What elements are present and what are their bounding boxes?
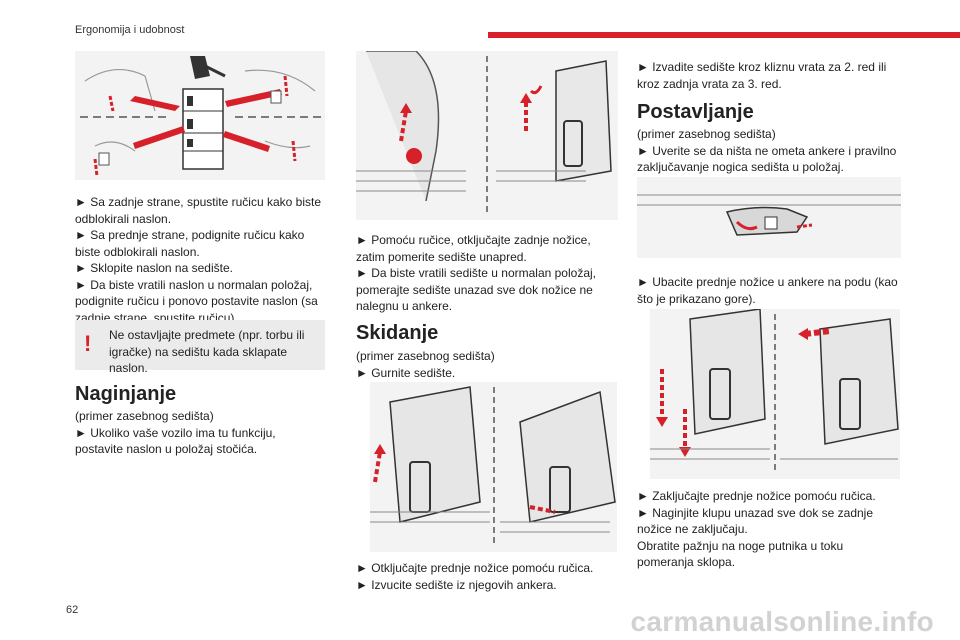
front-feet-unlock-illustration [370, 382, 617, 552]
section-title-postavljanje: Postavljanje [637, 101, 754, 123]
header-accent-bar [488, 32, 960, 38]
instruction: ► Sklopite naslon na sedište. [75, 261, 233, 275]
warning-text: Ne ostavljajte predmete (npr. torbu ili … [109, 328, 305, 375]
instruction: ► Izvucite sedište iz njegovih ankera. [356, 577, 557, 592]
instruction: ► Ubacite prednje nožice u ankere na pod… [637, 275, 898, 306]
instruction: ► Zaključajte prednje nožice pomoću ruči… [637, 489, 876, 503]
instruction: ► Sa prednje strane, podignite ručicu ka… [75, 228, 305, 259]
section-title-skidanje: Skidanje [356, 322, 439, 344]
backrest-instructions: ► Sa zadnje strane, spustite ručicu kako… [75, 194, 325, 326]
front-feet-instructions: ► Otključajte prednje nožice pomoću ruči… [356, 560, 618, 593]
subtitle: (primer zasebnog sedišta) [637, 127, 776, 141]
rear-feet-unlock-illustration [356, 51, 618, 220]
seat-backrest-illustration [75, 51, 325, 180]
anchor-check-illustration [637, 177, 901, 258]
rear-feet-instructions: ► Pomoću ručice, otključajte zadnje noži… [356, 232, 618, 315]
instruction: ► Izvadite sedište kroz kliznu vrata za … [637, 60, 887, 91]
subtitle: (primer zasebnog sedišta) [356, 349, 495, 363]
instruction: Obratite pažnju na noge putnika u toku p… [637, 538, 844, 570]
subtitle: (primer zasebnog sedišta) [75, 409, 214, 423]
section-body-naginjanje: (primer zasebnog sedišta) ► Ukoliko vaše… [75, 408, 325, 458]
section-body-postavljanje: (primer zasebnog sedišta) ► Uverite se d… [637, 126, 901, 176]
instruction: ► Sa zadnje strane, spustite ručicu kako… [75, 195, 321, 226]
seat-install-illustration [650, 309, 900, 479]
instruction: ► Pomoću ručice, otključajte zadnje noži… [356, 233, 591, 264]
page-header-title: Ergonomija i udobnost [75, 24, 185, 36]
instruction: ► Da biste vratili naslon u normalan pol… [75, 277, 318, 325]
removal-intro: ► Izvadite sedište kroz kliznu vrata za … [637, 59, 901, 92]
insert-feet-instruction: ► Ubacite prednje nožice u ankere na pod… [637, 274, 901, 307]
instruction: ► Uverite se da ništa ne ometa ankere i … [637, 143, 897, 175]
warning-icon: ! [84, 331, 92, 356]
warning-box: ! Ne ostavljajte predmete (npr. torbu il… [75, 320, 325, 375]
page-number: 62 [66, 604, 79, 616]
section-body-skidanje: (primer zasebnog sedišta) ► Gurnite sedi… [356, 348, 618, 381]
final-instructions: ► Zaključajte prednje nožice pomoću ruči… [637, 488, 901, 571]
section-title-naginjanje: Naginjanje [75, 383, 177, 405]
instruction: ► Gurnite sedište. [356, 365, 456, 380]
instruction: ► Da biste vratili sedište u normalan po… [356, 266, 596, 313]
instruction: ► Naginjite klupu unazad sve dok se zadn… [637, 505, 874, 537]
instruction: ► Ukoliko vaše vozilo ima tu funkciju, p… [75, 425, 276, 457]
instruction: ► Otključajte prednje nožice pomoću ruči… [356, 561, 594, 575]
watermark: carmanualsonline.info [630, 606, 934, 637]
